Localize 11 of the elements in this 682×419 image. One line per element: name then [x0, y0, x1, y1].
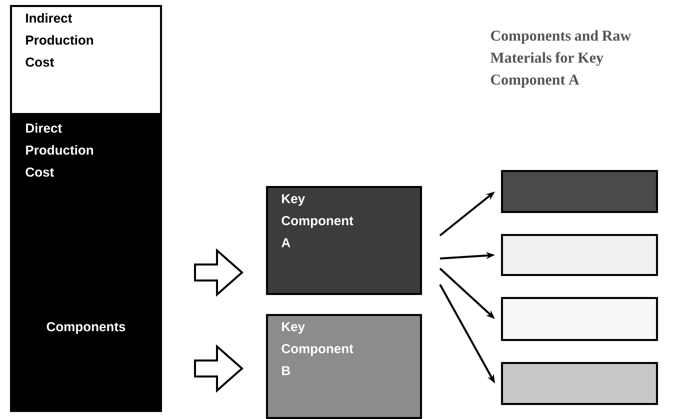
- block-arrow: [194, 344, 244, 393]
- component-box: Key Component A: [266, 186, 422, 295]
- material-bar: [501, 234, 658, 276]
- group-heading: Components and Raw Materials for Key Component A: [490, 30, 631, 88]
- material-bar: [501, 296, 658, 341]
- cost-box: Indirect Production Cost: [10, 5, 162, 115]
- block-arrow: [194, 248, 244, 297]
- material-bar: [501, 362, 658, 405]
- component-box: Key Component B: [266, 314, 422, 419]
- material-bar: [501, 170, 658, 213]
- cost-box: Direct Production Cost Components: [10, 115, 162, 412]
